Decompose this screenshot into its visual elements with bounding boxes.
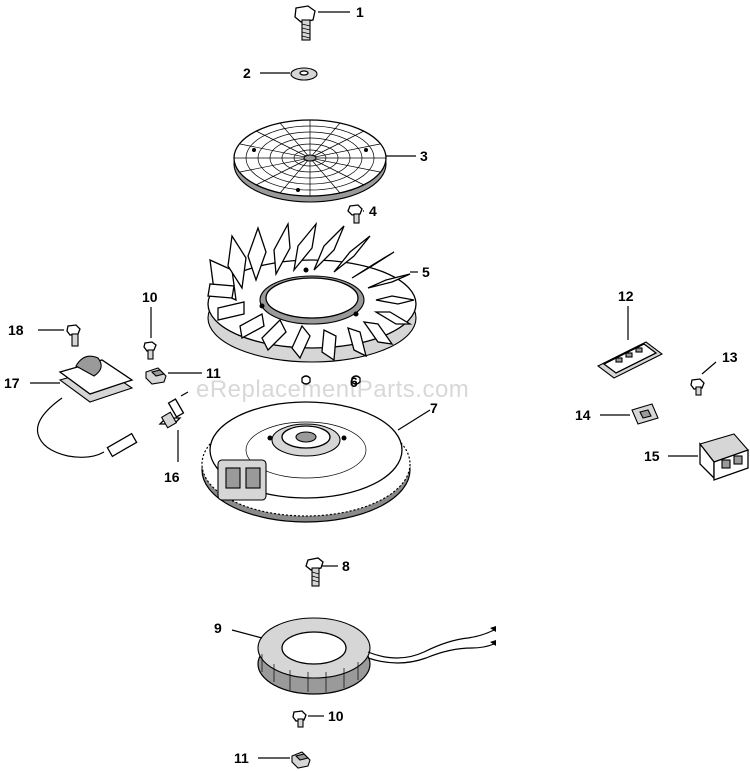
callout-3: 3	[420, 148, 428, 164]
part-5-fan[interactable]	[207, 221, 417, 363]
callout-10b: 10	[328, 708, 344, 724]
callout-13: 13	[722, 349, 738, 365]
part-12-rectifier-regulator[interactable]	[596, 341, 664, 379]
callout-9: 9	[214, 620, 222, 636]
part-2-washer[interactable]	[290, 67, 318, 81]
part-14-connector-clip[interactable]	[631, 403, 659, 425]
callout-6: 6	[350, 374, 358, 390]
callout-7: 7	[430, 400, 438, 416]
part-7-flywheel[interactable]	[201, 401, 411, 523]
callout-5: 5	[422, 264, 430, 280]
part-10-screw-lower[interactable]	[292, 710, 307, 728]
callout-14: 14	[575, 407, 591, 423]
part-17-ignition-module[interactable]	[36, 355, 138, 458]
part-6-key[interactable]	[301, 375, 361, 385]
callout-4: 4	[369, 203, 377, 219]
callout-15: 15	[644, 448, 660, 464]
part-10-screw-upper[interactable]	[143, 341, 157, 360]
part-18-screw[interactable]	[66, 324, 81, 347]
part-13-screw[interactable]	[690, 378, 705, 396]
callout-18: 18	[8, 322, 24, 338]
callout-10a: 10	[142, 289, 158, 305]
watermark: eReplacementParts.com	[196, 376, 469, 403]
callout-12: 12	[618, 288, 634, 304]
part-4-screw[interactable]	[347, 204, 363, 224]
part-9-stator[interactable]	[257, 617, 496, 695]
callout-2: 2	[243, 65, 251, 81]
part-16-spark-plug[interactable]	[158, 391, 189, 429]
part-11-clip-lower[interactable]	[291, 751, 311, 769]
callout-16: 16	[164, 469, 180, 485]
callout-8: 8	[342, 558, 350, 574]
leader-13	[701, 361, 717, 375]
part-11-clip-upper[interactable]	[145, 367, 167, 385]
leader-7	[397, 409, 431, 431]
part-1-bolt[interactable]	[294, 5, 316, 41]
callout-11a: 11	[206, 365, 221, 381]
leader-9	[231, 629, 263, 639]
part-8-bolt[interactable]	[305, 557, 324, 587]
part-3-grass-screen[interactable]	[233, 119, 387, 203]
callout-1: 1	[356, 4, 364, 20]
part-15-connector-plug[interactable]	[699, 433, 749, 481]
callout-11b: 11	[234, 750, 249, 766]
callout-17: 17	[4, 375, 20, 391]
